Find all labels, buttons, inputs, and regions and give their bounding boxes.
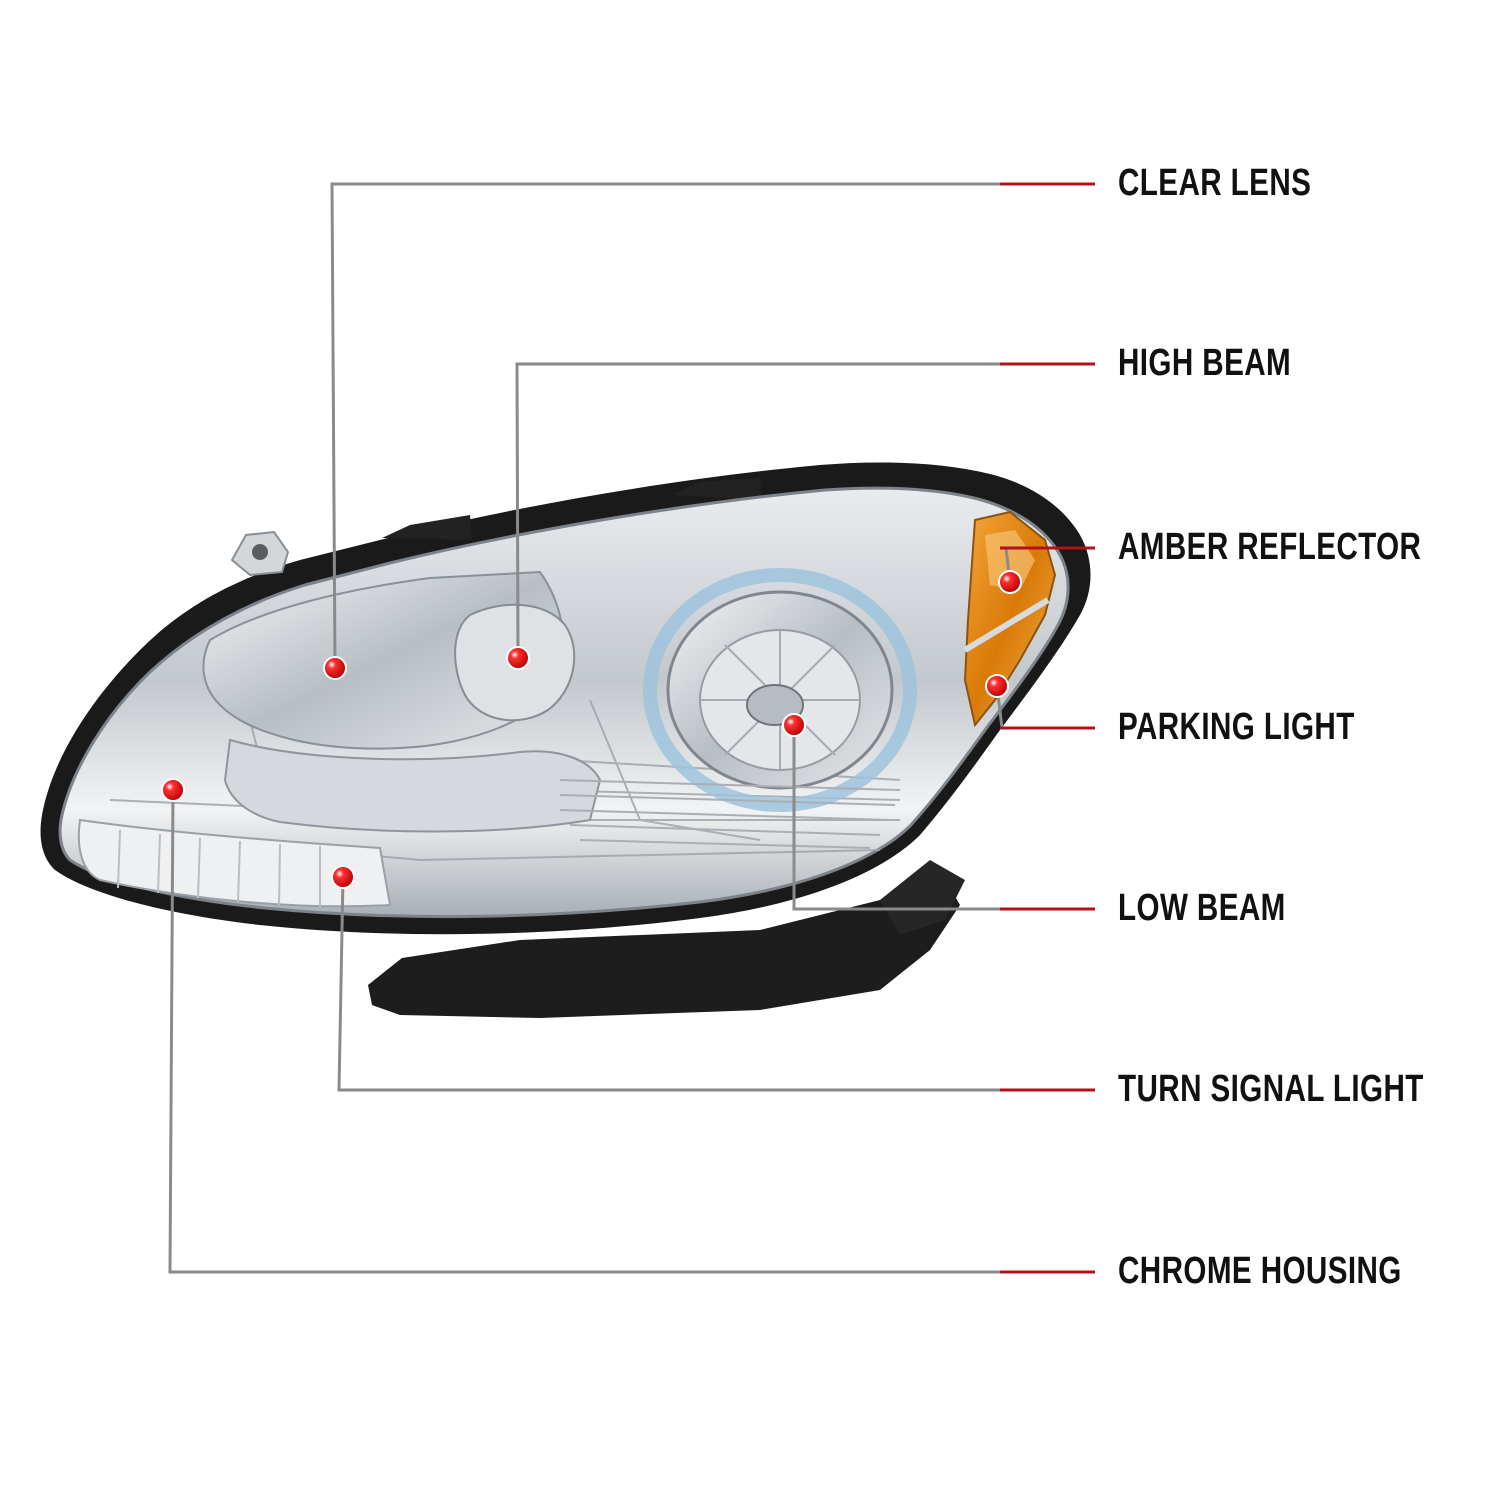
mount-hole <box>252 544 268 560</box>
callout-markers <box>161 570 1022 889</box>
low-beam-halo <box>643 568 917 812</box>
marker-amber-reflector <box>998 570 1022 594</box>
top-clip <box>672 478 762 500</box>
turn-signal-ribs <box>117 829 321 907</box>
leader-line-low-beam <box>792 725 1095 911</box>
label-high-beam: HIGH BEAM <box>1118 342 1292 384</box>
leader-line-chrome-housing <box>168 789 1095 1274</box>
marker-parking-light <box>985 674 1009 698</box>
leader-line-clear-lens <box>330 182 1095 669</box>
amber-reflector-highlight <box>985 530 1035 590</box>
label-low-beam: LOW BEAM <box>1118 887 1286 929</box>
marker-clear-lens <box>323 656 347 680</box>
top-clip <box>382 515 472 540</box>
leader-line-high-beam <box>515 362 1095 659</box>
label-parking-light: PARKING LIGHT <box>1118 706 1355 748</box>
amber-reflector <box>963 510 1057 728</box>
label-turn-signal-light: TURN SIGNAL LIGHT <box>1118 1068 1424 1110</box>
leader-line-turn-signal-light <box>337 876 1095 1092</box>
lower-chrome-ribs <box>559 779 901 849</box>
marker-chrome-housing <box>161 778 185 802</box>
lower-bracket <box>368 870 960 1018</box>
label-clear-lens: CLEAR LENS <box>1118 162 1312 204</box>
marker-turn-signal-light <box>331 865 355 889</box>
right-tab <box>880 860 965 935</box>
leader-lines <box>168 182 1095 1274</box>
label-chrome-housing: CHROME HOUSING <box>1118 1250 1402 1292</box>
label-amber-reflector: AMBER REFLECTOR <box>1118 526 1422 568</box>
amber-divider <box>963 597 1050 653</box>
lower-reflector <box>223 738 602 833</box>
marker-low-beam <box>782 713 806 737</box>
turn-signal-lens <box>77 818 392 908</box>
marker-high-beam <box>506 646 530 670</box>
